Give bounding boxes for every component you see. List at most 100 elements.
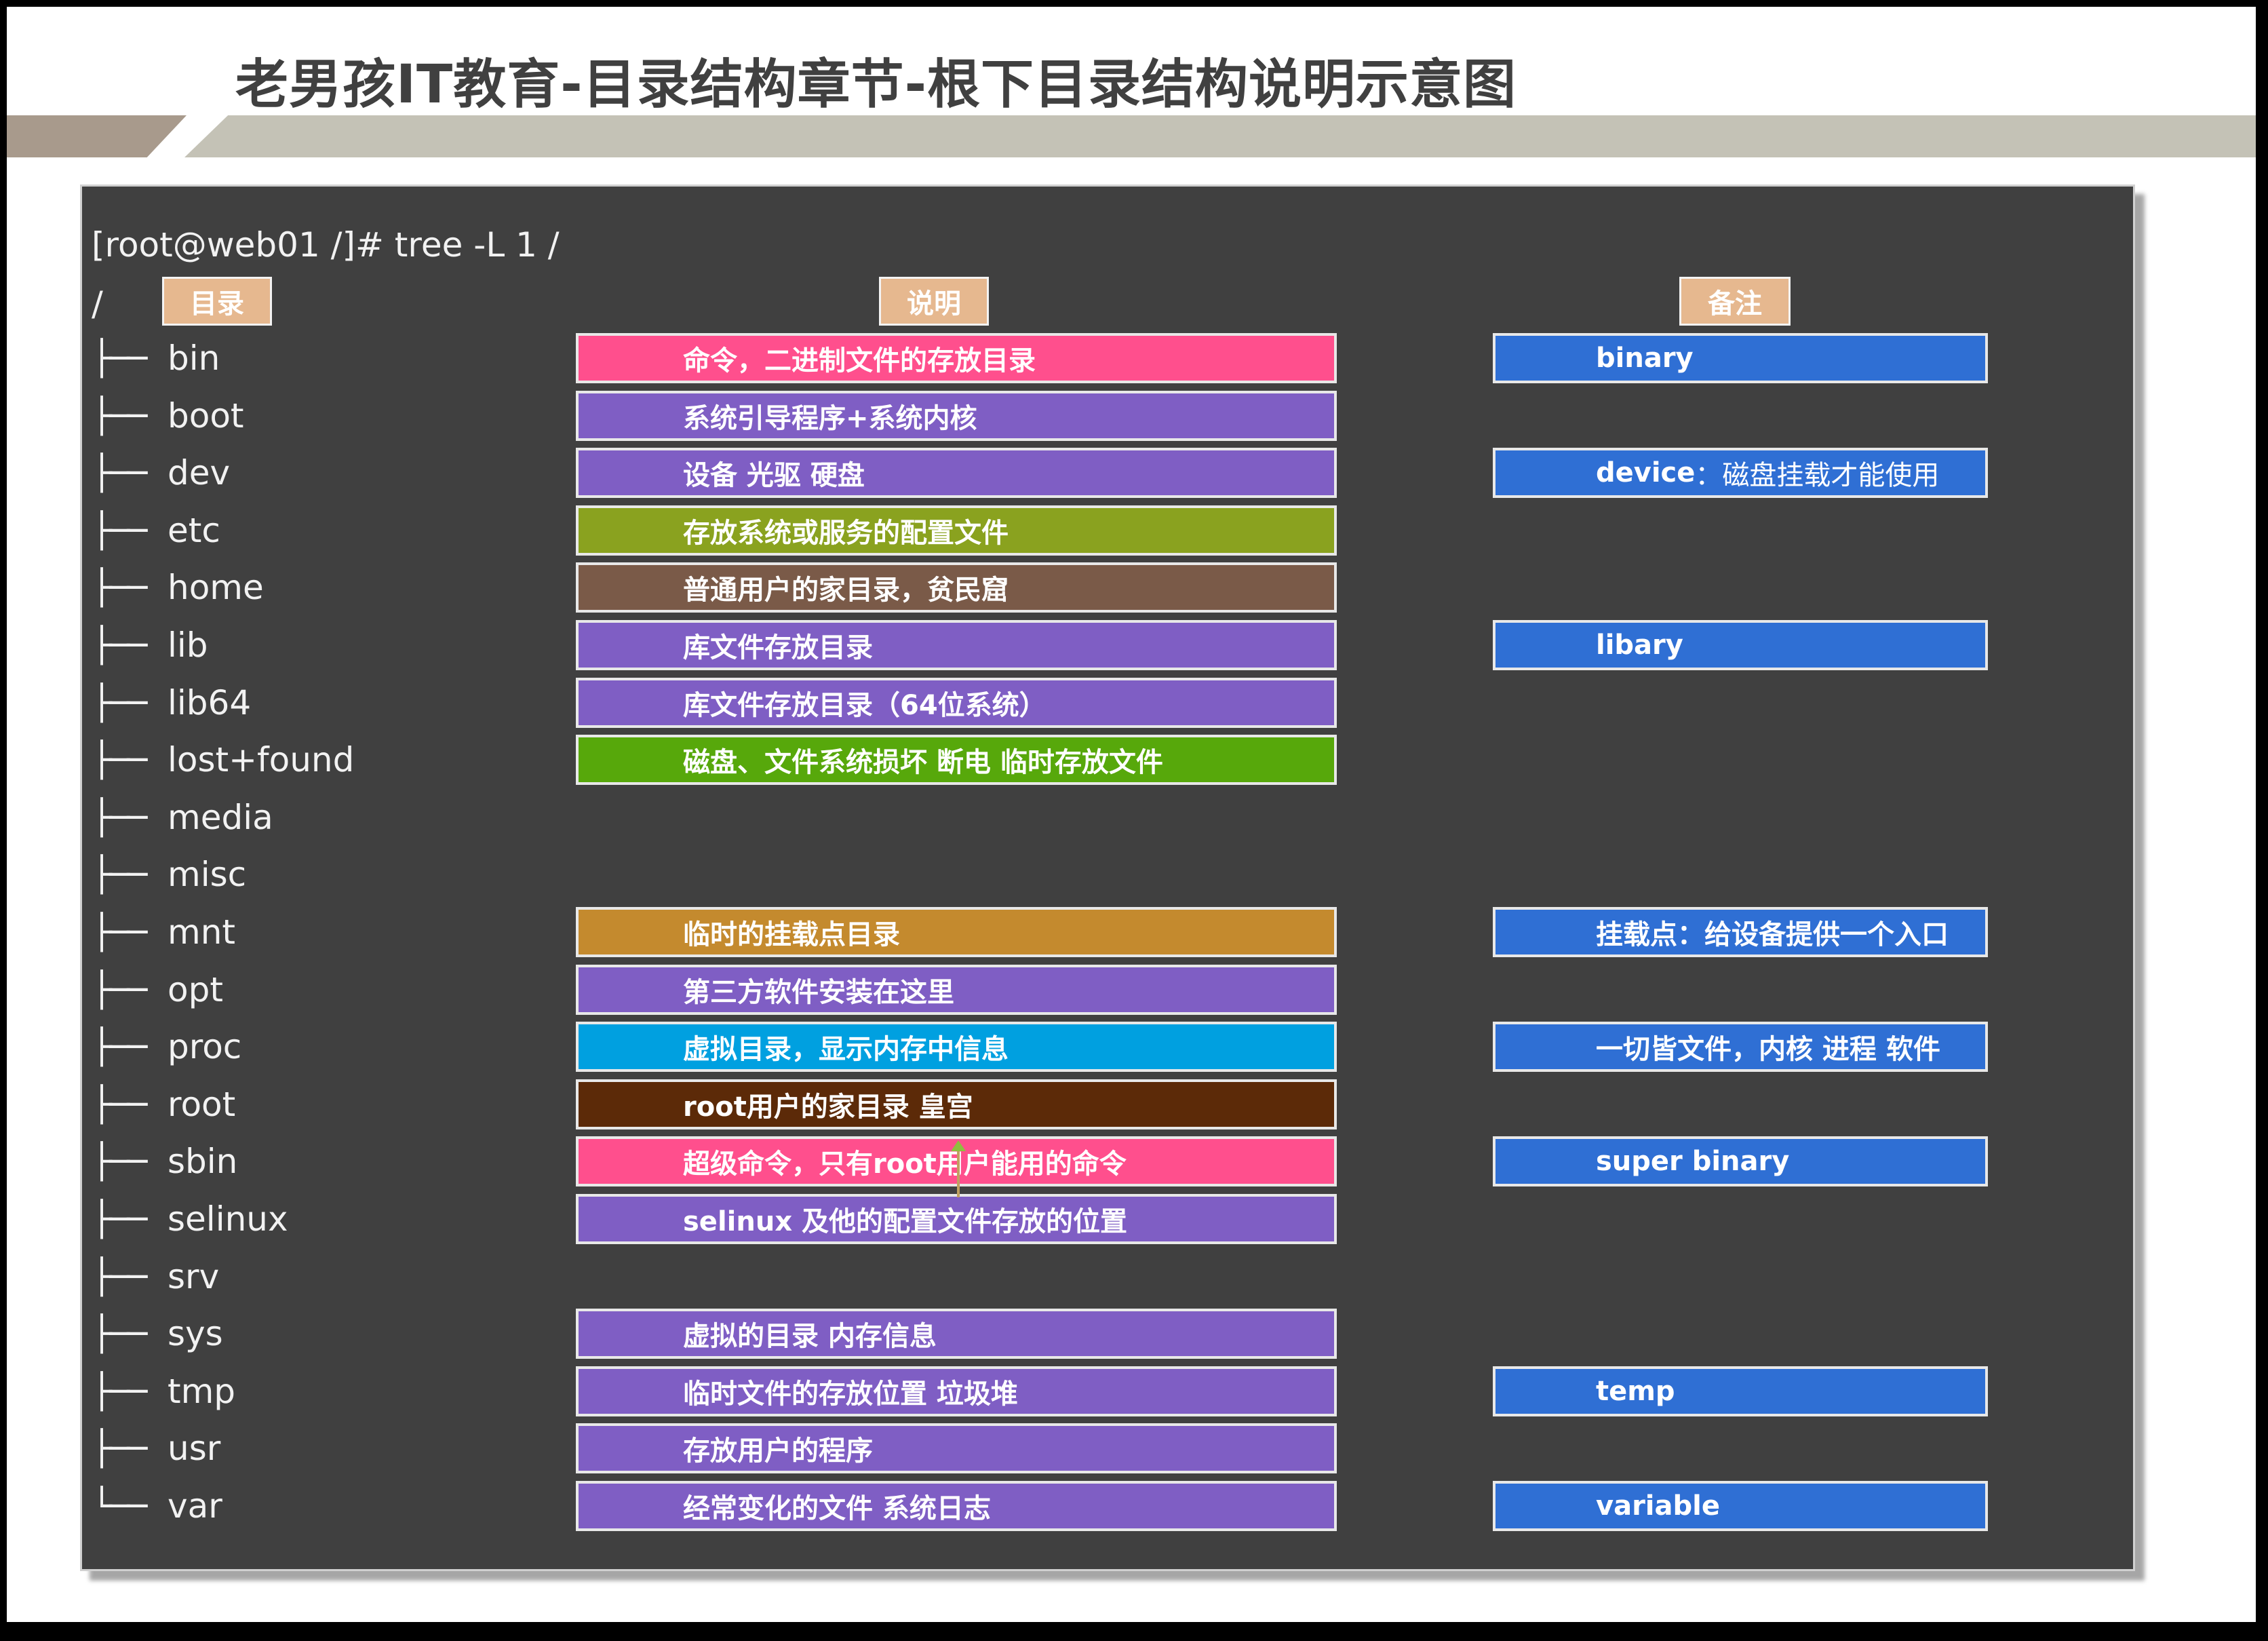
description-box: 系统引导程序+系统内核 <box>576 391 1337 441</box>
tree-branch: ├── <box>92 453 147 493</box>
description-box: 经常变化的文件 系统日志 <box>576 1481 1337 1531</box>
cursor-marker <box>951 1140 966 1197</box>
directory-row: ├── boot <box>92 392 244 440</box>
description-box: 超级命令，只有root用户能用的命令 <box>576 1136 1337 1186</box>
column-header-directory: 目录 <box>162 277 272 326</box>
tree-branch: ├── <box>92 912 147 952</box>
directory-name: mnt <box>168 912 235 952</box>
description-box: 库文件存放目录 <box>576 620 1337 670</box>
note-box: device：磁盘挂载才能使用 <box>1493 448 1988 498</box>
directory-row: ├──usr <box>92 1425 220 1472</box>
tree-branch: ├── <box>92 1257 147 1296</box>
directory-row: ├── tmp <box>92 1368 235 1415</box>
directory-row: ├── srv <box>92 1253 219 1300</box>
directory-name: media <box>168 798 273 837</box>
note-box: super binary <box>1493 1136 1988 1186</box>
header-bar-accent <box>7 115 187 157</box>
directory-name: sbin <box>168 1142 238 1181</box>
directory-name: home <box>168 568 264 607</box>
note-text: device <box>1596 457 1696 488</box>
directory-row: ├── lost+found <box>92 736 354 784</box>
directory-name: proc <box>168 1027 242 1066</box>
tree-branch: ├── <box>92 1142 147 1181</box>
description-box: 存放用户的程序 <box>576 1423 1337 1473</box>
tree-root: / <box>92 284 103 324</box>
tree-branch: └── <box>92 1486 147 1526</box>
note-text: 一切皆文件，内核 进程 软件 <box>1596 1034 1940 1065</box>
directory-row: ├── sbin <box>92 1138 237 1185</box>
description-box: 库文件存放目录（64位系统） <box>576 678 1337 728</box>
directory-row: ├── home <box>92 564 264 611</box>
directory-name: opt <box>168 970 223 1009</box>
directory-row: ├── bin <box>92 334 220 382</box>
description-box: 临时文件的存放位置 垃圾堆 <box>576 1366 1337 1416</box>
directory-name: root <box>168 1085 236 1124</box>
note-text: binary <box>1596 343 1694 374</box>
description-box: 第三方软件安装在这里 <box>576 965 1337 1015</box>
tree-branch: ├── <box>92 396 147 436</box>
directory-row: ├── mnt <box>92 908 235 956</box>
directory-name: dev <box>168 453 231 493</box>
tree-branch: ├── <box>92 740 147 779</box>
note-box: 挂载点：给设备提供一个入口 <box>1493 907 1988 957</box>
description-box: 存放系统或服务的配置文件 <box>576 505 1337 556</box>
tree-branch: ├── <box>92 798 147 837</box>
column-header-description: 说明 <box>879 277 989 326</box>
directory-name: tmp <box>168 1372 236 1411</box>
directory-row: ├── root <box>92 1081 235 1128</box>
page-title: 老男孩IT教育-目录结构章节-根下目录结构说明示意图 <box>235 54 1517 115</box>
directory-row: ├── proc <box>92 1023 241 1070</box>
tree-branch: ├── <box>92 339 147 378</box>
directory-row: ├── lib64 <box>92 679 251 727</box>
directory-row: ├── misc <box>92 851 246 898</box>
description-box: 设备 光驱 硬盘 <box>576 448 1337 498</box>
description-box: selinux 及他的配置文件存放的位置 <box>576 1194 1337 1244</box>
tree-branch: ├── <box>92 855 147 894</box>
note-box: binary <box>1493 333 1988 383</box>
tree-branch: ├── <box>92 1199 147 1239</box>
tree-branch: ├── <box>92 511 147 550</box>
directory-name: var <box>168 1486 222 1526</box>
tree-branch: ├── <box>92 970 147 1009</box>
tree-branch: ├── <box>92 568 147 607</box>
note-box: temp <box>1493 1366 1988 1416</box>
directory-row: ├──selinux <box>92 1195 288 1243</box>
directory-name: srv <box>168 1257 220 1296</box>
directory-row: ├── media <box>92 794 273 841</box>
note-extra-text: ：磁盘挂载才能使用 <box>1695 460 1940 491</box>
description-box: 临时的挂载点目录 <box>576 907 1337 957</box>
directory-name: sys <box>168 1314 223 1353</box>
terminal-panel: [root@web01 /]# tree -L 1 / / 目录 说明 备注 ├… <box>80 185 2135 1571</box>
note-text: libary <box>1596 630 1683 661</box>
tree-branch: ├── <box>92 1429 147 1468</box>
note-text: super binary <box>1596 1146 1790 1177</box>
tree-branch: ├── <box>92 683 147 722</box>
tree-branch: ├── <box>92 1314 147 1353</box>
directory-name: lib <box>168 625 208 665</box>
note-text: 挂载点：给设备提供一个入口 <box>1596 919 1949 950</box>
note-text: temp <box>1596 1376 1675 1407</box>
directory-row: ├── sys <box>92 1310 223 1357</box>
tree-branch: ├── <box>92 1027 147 1066</box>
tree-branch: ├── <box>92 1372 147 1411</box>
directory-row: ├──lib <box>92 621 208 669</box>
directory-name: etc <box>168 511 220 550</box>
directory-name: lib64 <box>168 683 252 722</box>
directory-name: boot <box>168 396 244 436</box>
note-box: variable <box>1493 1481 1988 1531</box>
directory-name: misc <box>168 855 247 894</box>
column-header-note: 备注 <box>1679 277 1791 326</box>
description-box: 虚拟目录，显示内存中信息 <box>576 1022 1337 1072</box>
directory-name: bin <box>168 339 220 378</box>
note-text: variable <box>1596 1490 1720 1522</box>
slide: 老男孩IT教育-目录结构章节-根下目录结构说明示意图 [root@web01 /… <box>7 7 2256 1622</box>
directory-row: └── var <box>92 1482 222 1530</box>
description-box: 虚拟的目录 内存信息 <box>576 1309 1337 1359</box>
directory-row: ├── dev <box>92 449 230 497</box>
description-box: 命令，二进制文件的存放目录 <box>576 333 1337 383</box>
note-box: libary <box>1493 620 1988 670</box>
tree-branch: ├── <box>92 1085 147 1124</box>
note-box: 一切皆文件，内核 进程 软件 <box>1493 1022 1988 1072</box>
terminal-prompt: [root@web01 /]# tree -L 1 / <box>92 225 560 265</box>
directory-name: lost+found <box>168 740 355 779</box>
